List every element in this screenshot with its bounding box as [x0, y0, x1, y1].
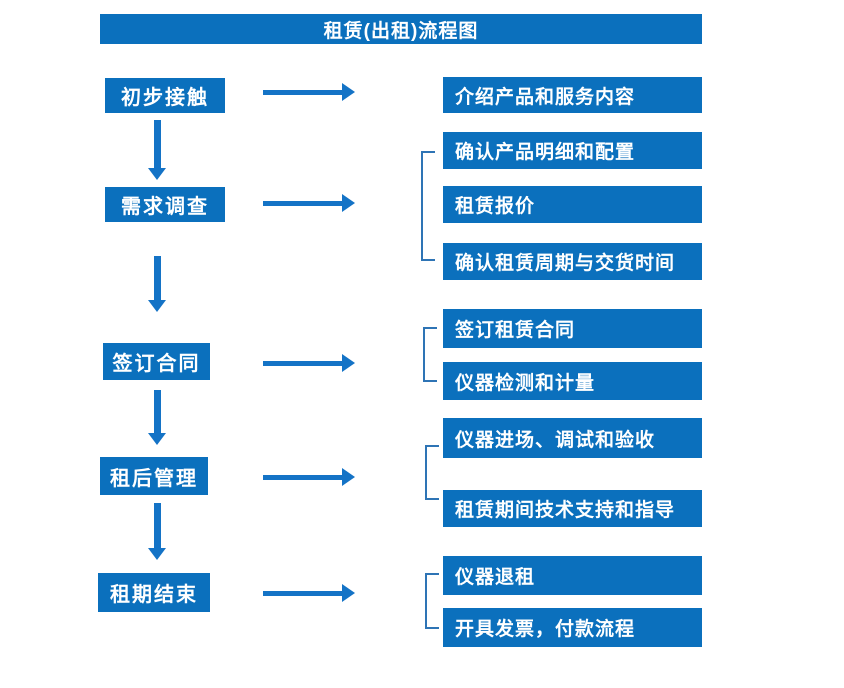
flowchart-title: 租赁(出租)流程图 [100, 14, 702, 44]
arrow-head-icon [342, 354, 355, 372]
detail-box-invoice-payment: 开具发票，付款流程 [443, 608, 702, 647]
arrow-shaft [263, 360, 343, 366]
arrow-shaft [263, 590, 343, 596]
arrow-head-icon [342, 83, 355, 101]
arrow-down-2 [148, 256, 166, 312]
detail-box-confirm-product-details: 确认产品明细和配置 [443, 132, 702, 169]
arrow-shaft [153, 120, 161, 169]
arrow-head-icon [342, 194, 355, 212]
arrow-down-3 [148, 390, 166, 445]
detail-box-sign-rental-contract: 签订租赁合同 [443, 309, 702, 348]
step-box-rental-end: 租期结束 [98, 573, 210, 612]
detail-box-instrument-commissioning: 仪器进场、调试和验收 [443, 418, 702, 458]
arrow-right-3 [263, 354, 355, 372]
bracket-group-post-rental [425, 445, 439, 500]
step-box-sign-contract: 签订合同 [103, 343, 210, 380]
arrow-head-icon [148, 300, 166, 312]
bracket-group-sign-contract [423, 327, 437, 382]
arrow-right-2 [263, 194, 355, 212]
arrow-head-icon [148, 168, 166, 180]
arrow-shaft [263, 474, 343, 480]
step-box-demand-survey: 需求调查 [105, 187, 225, 222]
arrow-down-1 [148, 120, 166, 180]
bracket-group-demand-survey [421, 151, 435, 261]
detail-box-instrument-inspection: 仪器检测和计量 [443, 362, 702, 400]
arrow-shaft [263, 200, 343, 206]
arrow-shaft [263, 89, 343, 95]
arrow-right-4 [263, 468, 355, 486]
arrow-down-4 [148, 503, 166, 560]
arrow-right-5 [263, 584, 355, 602]
arrow-head-icon [342, 584, 355, 602]
arrow-shaft [153, 503, 161, 549]
arrow-shaft [153, 390, 161, 434]
arrow-head-icon [148, 548, 166, 560]
detail-box-rental-quotation: 租赁报价 [443, 186, 702, 223]
detail-box-technical-support: 租赁期间技术支持和指导 [443, 490, 702, 527]
arrow-right-1 [263, 83, 355, 101]
detail-box-instrument-return: 仪器退租 [443, 556, 702, 595]
step-box-post-rental-management: 租后管理 [100, 457, 208, 495]
arrow-head-icon [148, 433, 166, 445]
step-box-initial-contact: 初步接触 [105, 78, 225, 113]
arrow-shaft [153, 256, 161, 301]
detail-box-introduce-products: 介绍产品和服务内容 [443, 77, 702, 113]
bracket-group-rental-end [425, 573, 439, 629]
detail-box-confirm-rental-period: 确认租赁周期与交货时间 [443, 243, 702, 280]
arrow-head-icon [342, 468, 355, 486]
